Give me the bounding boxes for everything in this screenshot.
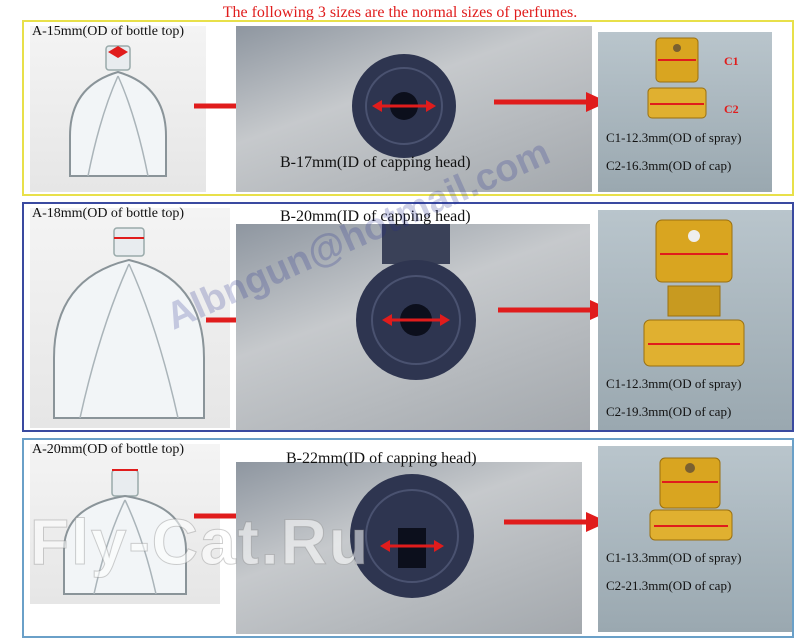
spray-cap-icon (647, 37, 707, 119)
perfume-bottle-icon (63, 469, 187, 595)
spray-cap-icon (649, 457, 733, 541)
perfume-bottle-icon (53, 227, 205, 419)
bottle-photo (30, 26, 206, 192)
capping-head-photo (236, 462, 582, 634)
capping-head-photo (236, 224, 590, 430)
c1-size-label: C1-12.3mm(OD of spray) (606, 376, 742, 391)
c2-size-label: C2-21.3mm(OD of cap) (606, 578, 732, 593)
capping-head-icon (356, 224, 476, 380)
spray-cap-photo (598, 210, 792, 430)
right-arrow-icon (504, 512, 608, 532)
spray-cap-photo (598, 32, 772, 192)
bottle-size-label: A-15mm(OD of bottle top) (32, 24, 185, 39)
c1-size-label: C1-12.3mm(OD of spray) (606, 130, 742, 145)
capping-head-icon (352, 54, 456, 158)
capping-head-photo (236, 26, 592, 192)
size-row-3: A-20mm(OD of bottle top) B-22mm(ID of ca… (22, 438, 794, 638)
spray-cap-icon (643, 219, 745, 367)
bottle-size-label: A-18mm(OD of bottle top) (32, 206, 185, 221)
head-size-label: B-17mm(ID of capping head) (280, 154, 471, 171)
bottle-photo (30, 444, 220, 604)
spray-cap-photo (598, 446, 792, 632)
c2-size-label: C2-19.3mm(OD of cap) (606, 404, 732, 419)
head-size-label: B-22mm(ID of capping head) (286, 450, 477, 467)
size-row-1: A-15mm(OD of bottle top) B-17mm(ID of ca… (22, 20, 794, 196)
c1-tag: C1 (724, 54, 739, 68)
c2-size-label: C2-16.3mm(OD of cap) (606, 158, 732, 173)
perfume-bottle-icon (69, 45, 167, 177)
capping-head-icon (350, 474, 474, 598)
site-watermark: Fly-Cat.Ru (30, 506, 370, 579)
head-size-label: B-20mm(ID of capping head) (280, 208, 471, 225)
right-arrow-icon (494, 92, 608, 112)
header-note: The following 3 sizes are the normal siz… (222, 4, 578, 21)
bottle-size-label: A-20mm(OD of bottle top) (32, 442, 185, 457)
c2-tag: C2 (724, 102, 739, 116)
c1-size-label: C1-13.3mm(OD of spray) (606, 550, 742, 565)
size-row-2: A-18mm(OD of bottle top) B-20mm(ID of ca… (22, 202, 794, 432)
bottle-photo (30, 208, 230, 428)
